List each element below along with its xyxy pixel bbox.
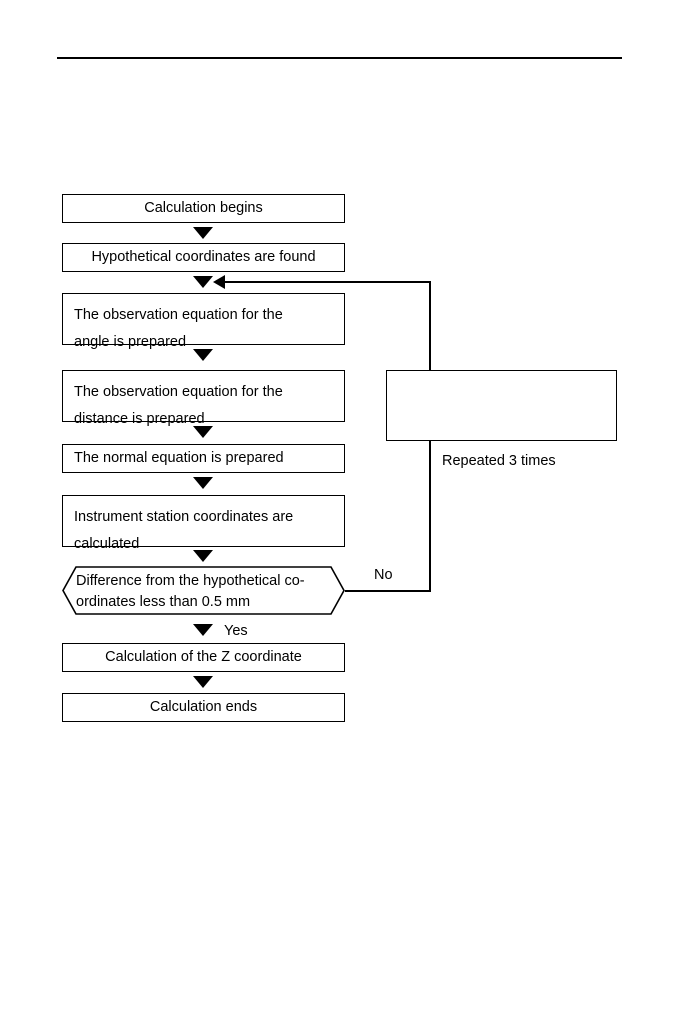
arrow-down-normal-to-instrument: [193, 477, 213, 489]
flow-node-end-label: Calculation ends: [149, 699, 258, 715]
flow-node-difference-check-line2: ordinates less than 0.5 mm: [76, 594, 251, 610]
arrow-down-start-to-hypothetical: [193, 227, 213, 239]
hexagon-shape: [62, 566, 345, 615]
arrow-down-decision-to-z: [193, 624, 213, 636]
flow-node-instrument-station: Instrument station coordinates are calcu…: [62, 495, 345, 552]
flow-node-normal-equation: The normal equation is prepared: [62, 444, 345, 473]
flow-node-annotation-box: [386, 370, 617, 441]
flow-node-difference-check: Difference from the hypothetical co- ord…: [62, 566, 345, 615]
edge-label-yes: Yes: [224, 623, 248, 639]
arrow-down-z-to-end: [193, 676, 213, 688]
edge-label-no: No: [374, 567, 393, 583]
flow-node-distance-equation-line1: The observation equation for the: [74, 384, 283, 400]
arrow-down-instrument-to-decision: [193, 550, 213, 562]
header-rule: [57, 57, 622, 59]
flow-node-hypothetical: Hypothetical coordinates are found: [62, 243, 345, 272]
flow-node-instrument-station-line2: calculated: [74, 536, 140, 552]
flow-node-distance-equation: The observation equation for the distanc…: [62, 370, 345, 427]
flow-node-angle-equation: The observation equation for the angle i…: [62, 293, 345, 350]
arrow-down-hypothetical-to-angle: [193, 276, 213, 288]
loop-return-horizontal-line: [224, 281, 431, 283]
flow-node-z-coordinate: Calculation of the Z coordinate: [62, 643, 345, 672]
flow-node-angle-equation-line1: The observation equation for the: [74, 307, 283, 323]
flow-node-instrument-station-line1: Instrument station coordinates are: [74, 509, 294, 525]
arrowhead-loop-return: [213, 275, 225, 289]
flow-node-difference-check-text: Difference from the hypothetical co- ord…: [76, 571, 344, 613]
arrow-down-distance-to-normal: [193, 426, 213, 438]
flow-node-start-label: Calculation begins: [144, 200, 263, 216]
arrow-down-angle-to-distance: [193, 349, 213, 361]
edge-label-repeated: Repeated 3 times: [442, 453, 556, 469]
flow-node-hypothetical-label: Hypothetical coordinates are found: [91, 249, 316, 265]
flow-node-z-coordinate-label: Calculation of the Z coordinate: [105, 649, 302, 665]
flow-node-angle-equation-line2: angle is prepared: [74, 334, 187, 350]
flow-node-normal-equation-label: The normal equation is prepared: [74, 450, 284, 466]
flow-node-distance-equation-line2: distance is prepared: [74, 411, 205, 427]
no-branch-horizontal-line: [345, 590, 431, 592]
flow-node-end: Calculation ends: [62, 693, 345, 722]
flow-node-start: Calculation begins: [62, 194, 345, 223]
flow-node-difference-check-line1: Difference from the hypothetical co-: [76, 573, 305, 589]
